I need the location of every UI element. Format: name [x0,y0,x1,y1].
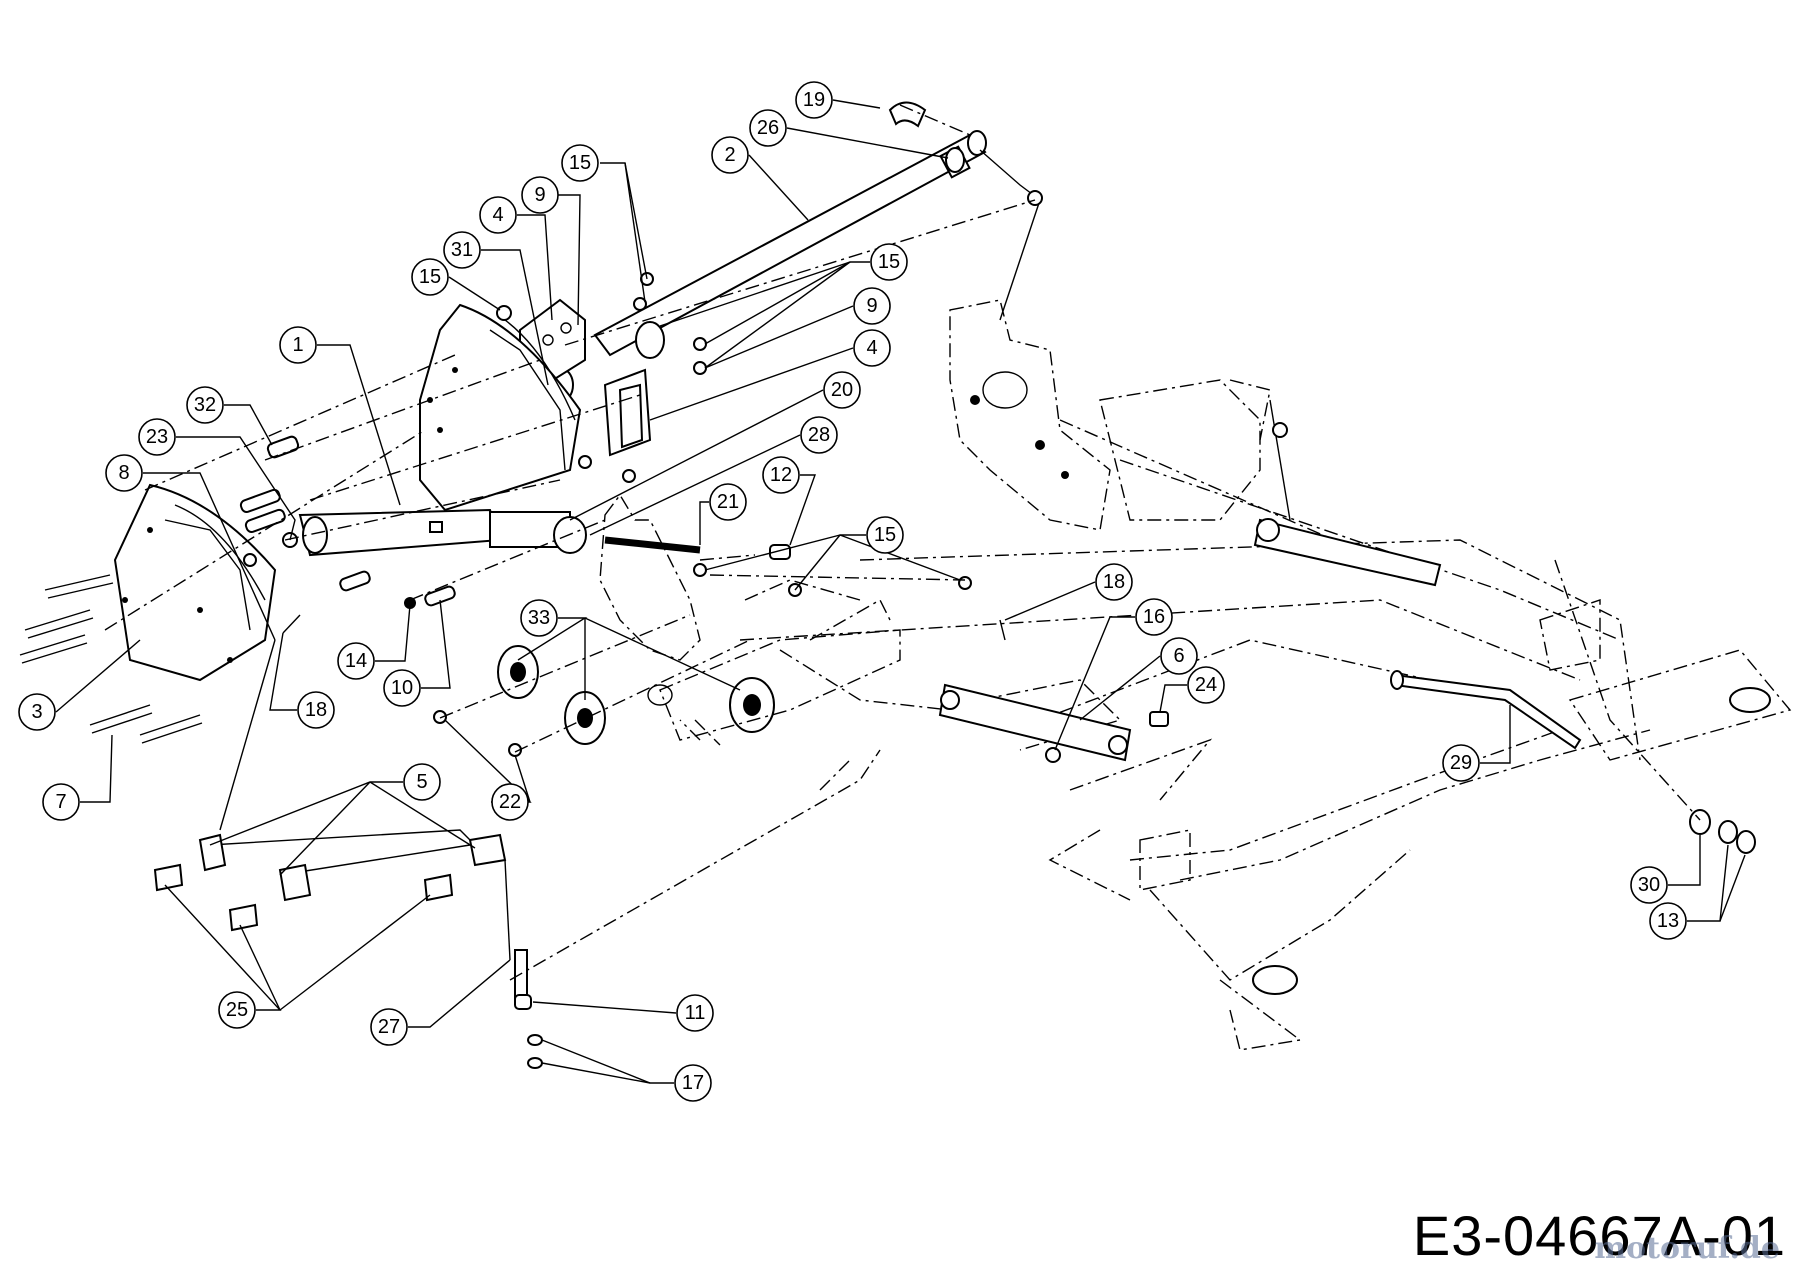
rear-lift-arm [1253,399,1442,587]
callout-28 [800,416,838,454]
callout-14 [337,642,375,680]
callout-25 [218,991,256,1029]
callout-label-14: 14 [345,650,367,672]
callout-1 [279,326,317,364]
callout-label-29: 29 [1450,752,1472,774]
callout-6 [1160,637,1198,675]
watermark-logo: motoruf.de [1594,1231,1780,1266]
callout-29 [1442,744,1480,782]
callout-30 [1630,866,1668,904]
callout-label-15-left: 15 [419,266,441,288]
sector-plate-front [113,483,277,682]
callout-22 [491,783,529,821]
callout-18-right [1095,563,1133,601]
callout-33 [520,599,558,637]
callout-13 [1649,902,1687,940]
callouts: 19 26 2 15 9 4 31 15 15 [18,81,1746,1102]
callout-label-16: 16 [1143,606,1165,628]
callout-20 [823,371,861,409]
callout-label-26: 26 [757,117,779,139]
callout-label-10: 10 [391,677,413,699]
callout-label-6: 6 [1173,645,1184,667]
callout-label-5: 5 [416,771,427,793]
callout-label-32: 32 [194,394,216,416]
callout-11 [676,994,714,1032]
callout-label-21: 21 [717,491,739,513]
callout-label-15-top: 15 [569,152,591,174]
callout-label-15-right: 15 [878,251,900,273]
callout-4-right [853,329,891,367]
callout-label-30: 30 [1638,874,1660,896]
callout-label-33: 33 [528,607,550,629]
callout-label-3: 3 [31,701,42,723]
callout-15-top [561,144,599,182]
callout-9-top [521,176,559,214]
callout-label-31: 31 [451,239,473,261]
callout-label-1: 1 [292,334,303,356]
callout-18-left [297,691,335,729]
lift-shaft [546,101,1043,403]
callout-label-12: 12 [770,464,792,486]
callout-label-18-right: 18 [1103,571,1125,593]
callout-8 [105,454,143,492]
callout-21 [709,483,747,521]
callout-27 [370,1008,408,1046]
height-adjust-lever [298,508,791,560]
rod-29 [1390,670,1582,750]
callout-label-25: 25 [226,999,248,1021]
callout-16 [1135,598,1173,636]
callout-label-9-top: 9 [534,184,545,206]
callout-17 [674,1064,712,1102]
callout-32 [186,386,224,424]
callout-label-11: 11 [685,1002,706,1024]
mounting-bracket [949,299,1271,531]
callout-label-7: 7 [55,791,66,813]
callout-label-28: 28 [808,424,830,446]
lift-links [153,614,1006,1069]
callout-label-15-mid: 15 [874,524,896,546]
callout-label-27: 27 [378,1016,400,1038]
callout-label-17: 17 [682,1072,704,1094]
callout-15-right [870,243,908,281]
callout-label-24: 24 [1195,674,1217,696]
callout-12 [762,456,800,494]
callout-label-4-right: 4 [866,337,877,359]
callout-label-20: 20 [831,379,853,401]
callout-31 [443,231,481,269]
callout-5 [403,763,441,801]
callout-label-13: 13 [1657,910,1679,932]
assembly-lines [104,104,1701,981]
chassis-frame [739,419,1792,1051]
callout-15-left [411,258,449,296]
sector-plate-rear [419,303,582,512]
callout-3 [18,693,56,731]
callout-19 [795,81,833,119]
link-bar [938,683,1132,762]
callout-10 [383,669,421,707]
callout-4-top [479,196,517,234]
callout-label-23: 23 [146,426,168,448]
callout-2 [711,136,749,174]
callout-15-mid [866,516,904,554]
callout-label-19: 19 [803,89,825,111]
callout-7 [42,783,80,821]
drawing-number: E3-04667A-01 [1412,1204,1786,1267]
idler-bracket [599,493,901,741]
callout-26 [749,109,787,147]
callout-23 [138,418,176,456]
idler-pulleys [497,645,775,745]
callout-label-8: 8 [118,462,129,484]
callout-label-22: 22 [499,791,521,813]
callout-label-2: 2 [724,144,735,166]
callout-9-right [853,287,891,325]
callout-label-18-left: 18 [305,699,327,721]
callout-label-4-top: 4 [492,204,503,226]
callout-label-9-right: 9 [866,295,877,317]
callout-24 [1187,666,1225,704]
